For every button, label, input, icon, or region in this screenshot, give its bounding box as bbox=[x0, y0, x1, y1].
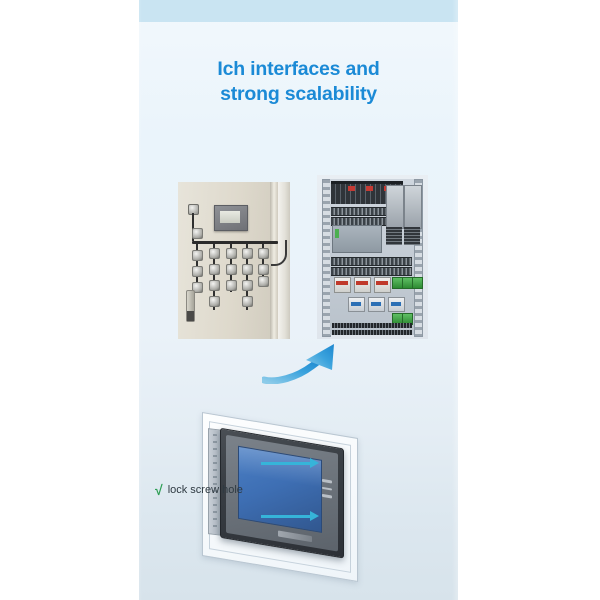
door-wire-bus bbox=[192, 241, 278, 244]
relay-label bbox=[376, 281, 388, 285]
power-supply-unit bbox=[404, 185, 422, 229]
terminal-block-row bbox=[331, 267, 412, 276]
terminal-block-row bbox=[331, 207, 412, 216]
cabinet-door-panel-photo bbox=[178, 182, 290, 339]
door-terminal-node bbox=[192, 228, 203, 239]
door-terminal-node bbox=[242, 264, 253, 275]
door-terminal-node bbox=[192, 266, 203, 277]
page-title: Ich interfaces and strong scalability bbox=[139, 57, 458, 107]
plc-module bbox=[332, 225, 382, 253]
power-supply-heatsink bbox=[386, 227, 402, 245]
status-led bbox=[322, 478, 332, 484]
door-terminal-node bbox=[242, 280, 253, 291]
door-terminal-node bbox=[209, 280, 220, 291]
door-terminal-node bbox=[209, 248, 220, 259]
door-mounted-hmi bbox=[214, 205, 248, 231]
control-module bbox=[368, 297, 385, 312]
mounting-rail-right bbox=[414, 179, 423, 337]
door-terminal-node bbox=[209, 296, 220, 307]
door-wire-vertical bbox=[192, 213, 194, 241]
door-terminal-node bbox=[258, 264, 269, 275]
door-terminal-node bbox=[258, 276, 269, 287]
breaker-indicator bbox=[348, 186, 355, 191]
contactor-relay bbox=[354, 277, 371, 293]
door-terminal-node bbox=[209, 264, 220, 275]
brand-logo bbox=[278, 530, 312, 543]
cabinet-door-handle bbox=[186, 290, 195, 322]
wiring-duct bbox=[332, 330, 412, 335]
cabinet-interior-photo bbox=[317, 175, 428, 339]
check-icon: √ bbox=[155, 482, 163, 498]
door-drop-wire bbox=[246, 244, 248, 310]
door-cable-loop bbox=[271, 240, 287, 266]
curved-upgrade-arrow bbox=[260, 340, 358, 385]
door-terminal-node bbox=[226, 248, 237, 259]
contactor-relay bbox=[374, 277, 391, 293]
contactor-relay bbox=[334, 277, 351, 293]
device-mounting-scene: √ lock screw hole bbox=[139, 411, 458, 600]
relay-label bbox=[336, 281, 348, 285]
background-top-strip bbox=[139, 0, 458, 22]
control-module bbox=[348, 297, 365, 312]
page-title-line-2: strong scalability bbox=[220, 83, 377, 105]
control-module bbox=[388, 297, 405, 312]
device-status-leds bbox=[322, 478, 332, 503]
power-supply-unit bbox=[386, 185, 404, 229]
lock-screw-holes bbox=[213, 433, 217, 531]
door-terminal-node bbox=[242, 248, 253, 259]
door-terminal-node bbox=[192, 250, 203, 261]
relay-label bbox=[356, 281, 368, 285]
wiring-duct bbox=[332, 323, 412, 328]
pointer-arrow-bottom bbox=[261, 511, 319, 521]
cabinet-backplate bbox=[330, 179, 423, 335]
lock-screw-hole-callout: √ lock screw hole bbox=[155, 483, 243, 497]
door-terminal-node bbox=[226, 280, 237, 291]
power-supply-heatsink bbox=[404, 227, 420, 245]
green-terminal bbox=[412, 277, 423, 289]
screen-glare bbox=[239, 446, 321, 488]
pointer-arrow-top bbox=[261, 458, 319, 468]
door-terminal-node bbox=[258, 248, 269, 259]
door-terminal-node bbox=[242, 296, 253, 307]
terminal-block-row bbox=[331, 257, 412, 266]
door-drop-wire bbox=[213, 244, 215, 310]
door-terminal-node bbox=[226, 264, 237, 275]
door-terminal-node bbox=[192, 282, 203, 293]
status-led bbox=[322, 493, 332, 499]
page-title-line-1: Ich interfaces and bbox=[217, 58, 380, 80]
status-led bbox=[322, 486, 332, 491]
callout-label: lock screw hole bbox=[167, 484, 243, 496]
breaker-indicator bbox=[366, 186, 373, 191]
